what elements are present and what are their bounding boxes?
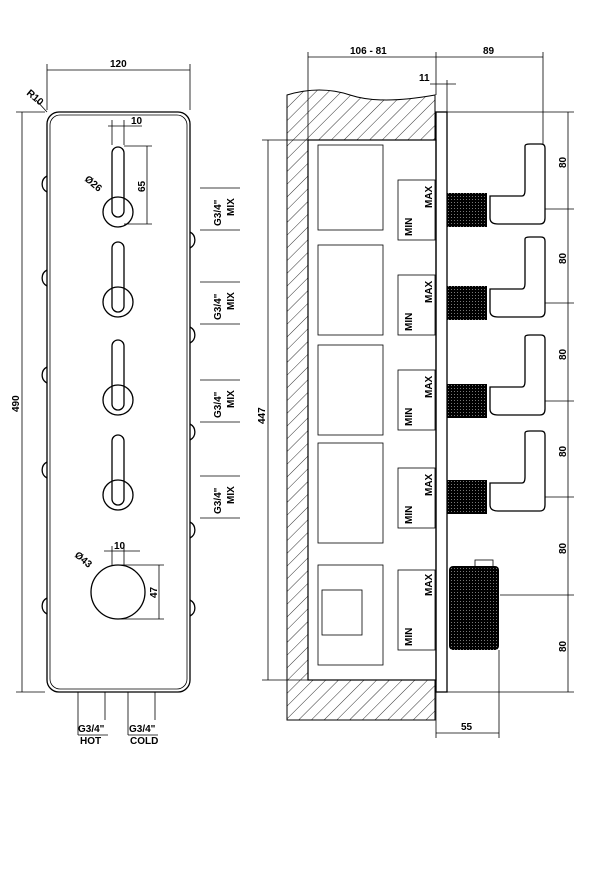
inlet-cold-label: G3/4" COLD: [128, 724, 158, 747]
svg-text:G3/4": G3/4": [213, 293, 224, 320]
handle-diameter-dim: Ø26: [82, 174, 104, 195]
knob-depth-dim: 55: [461, 722, 473, 733]
knob-height-dim: 47: [149, 586, 160, 598]
handle-3: [102, 339, 134, 416]
svg-text:MIN: MIN: [404, 628, 415, 646]
svg-text:MAX: MAX: [424, 280, 435, 303]
depth-dim: 106 - 81: [350, 46, 387, 57]
range-label-5: MIN MAX: [404, 573, 435, 646]
front-view: 120 R10 490 10 Ø26 65 10 Ø43 47: [11, 59, 240, 747]
range-label-3: MIN MAX: [404, 375, 435, 426]
body-height-dim: 447: [257, 407, 268, 424]
svg-text:MAX: MAX: [424, 473, 435, 496]
spacing-dim-6: 80: [558, 640, 569, 652]
projection-dim: 89: [483, 46, 495, 57]
outlet-label-3: G3/4" MIX: [213, 390, 237, 418]
handle-4: [102, 434, 134, 511]
lever-handle-2: [447, 236, 546, 320]
svg-text:COLD: COLD: [130, 736, 158, 747]
svg-text:G3/4": G3/4": [213, 487, 224, 514]
svg-text:MIX: MIX: [226, 198, 237, 216]
lever-handle-3: [447, 334, 546, 418]
svg-text:G3/4": G3/4": [129, 724, 156, 735]
spacing-dim-2: 80: [558, 252, 569, 264]
svg-text:MIN: MIN: [404, 408, 415, 426]
lever-handle-1: [447, 143, 546, 227]
spacing-dim-4: 80: [558, 445, 569, 457]
svg-text:MIX: MIX: [226, 390, 237, 408]
width-dim: 120: [110, 59, 127, 70]
spacing-dim-5: 80: [558, 542, 569, 554]
handle-2: [102, 241, 134, 318]
svg-text:MAX: MAX: [424, 185, 435, 208]
handle-1: [102, 146, 134, 228]
svg-text:MIN: MIN: [404, 218, 415, 236]
radius-dim: R10: [24, 88, 45, 109]
knob-offset-dim: 10: [114, 541, 126, 552]
height-dim: 490: [11, 395, 22, 412]
lever-handle-4: [447, 430, 546, 514]
svg-text:MIN: MIN: [404, 506, 415, 524]
svg-text:G3/4": G3/4": [213, 391, 224, 418]
slot-width-dim: 10: [131, 116, 143, 127]
svg-text:HOT: HOT: [80, 736, 101, 747]
inlet-hot-label: G3/4" HOT: [78, 724, 108, 747]
range-label-4: MIN MAX: [404, 473, 435, 524]
side-connections: [41, 175, 196, 617]
cover-plate: [46, 111, 191, 693]
outlet-label-1: G3/4" MIX: [213, 198, 237, 226]
thermostatic-knob-side: [449, 559, 499, 650]
svg-text:MAX: MAX: [424, 573, 435, 596]
range-label-2: MIN MAX: [404, 280, 435, 331]
plate-dim: 11: [419, 73, 430, 84]
svg-text:MIX: MIX: [226, 486, 237, 504]
svg-text:MIX: MIX: [226, 292, 237, 310]
spacing-dim-1: 80: [558, 156, 569, 168]
outlet-label-2: G3/4" MIX: [213, 292, 237, 320]
spacing-dim-3: 80: [558, 348, 569, 360]
svg-text:MIN: MIN: [404, 313, 415, 331]
thermostatic-knob: [90, 564, 146, 620]
svg-text:G3/4": G3/4": [213, 199, 224, 226]
svg-text:G3/4": G3/4": [78, 724, 105, 735]
side-view: MIN MAX MIN MAX MIN MAX MIN MAX MIN MAX: [257, 46, 574, 738]
handle-height-dim: 65: [137, 180, 148, 192]
outlet-label-4: G3/4" MIX: [213, 486, 237, 514]
cover-plate-side: [435, 111, 448, 693]
range-label-1: MIN MAX: [404, 185, 435, 236]
svg-text:MAX: MAX: [424, 375, 435, 398]
knob-diameter-dim: Ø43: [72, 550, 94, 571]
